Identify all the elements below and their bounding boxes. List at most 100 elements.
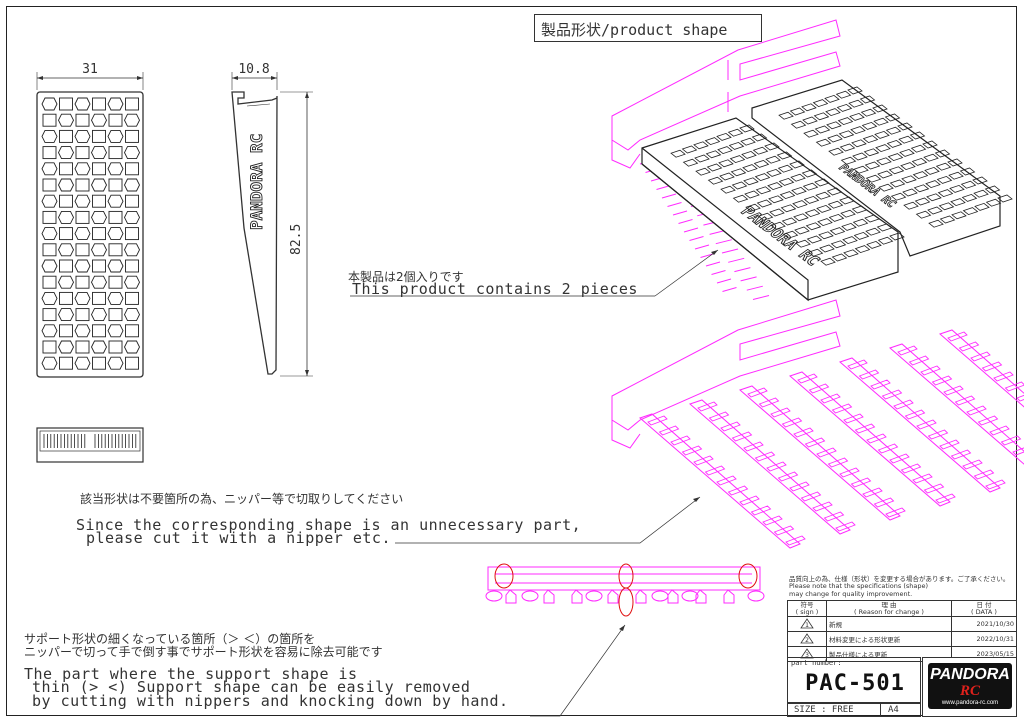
strip-foot	[505, 589, 517, 604]
grid-cell	[107, 259, 124, 273]
grid-cell	[108, 308, 123, 322]
grid-cell	[75, 308, 90, 322]
iso-cell	[972, 176, 988, 185]
iso-cell	[695, 167, 711, 176]
iso-piece-front-grid	[670, 124, 905, 266]
iso-cell	[865, 174, 882, 183]
iso-cell	[862, 135, 879, 144]
support-rib	[711, 270, 726, 275]
grid-cell	[123, 146, 141, 160]
strip-nub	[747, 590, 765, 602]
grid-cell	[41, 129, 58, 143]
support-tooth	[766, 461, 787, 472]
support-tooth	[916, 419, 937, 430]
iso-cell	[819, 244, 835, 253]
iso-cell	[861, 121, 878, 130]
grid-cell	[75, 178, 90, 192]
strip-nub	[651, 590, 669, 602]
grid-cell	[59, 324, 73, 338]
iso-cell	[985, 198, 1002, 207]
iso-cell	[863, 148, 880, 157]
iso-cell	[960, 180, 977, 189]
support-tooth	[966, 405, 987, 416]
iso-cell	[850, 126, 866, 135]
support-tooth	[758, 397, 780, 408]
grid-cell	[92, 356, 106, 370]
iso-cell	[705, 150, 722, 159]
side-view: PANDORA RC 10.8 82.5	[231, 62, 313, 377]
iso-cell	[934, 149, 951, 158]
iso-cell	[840, 156, 857, 165]
iso-cell	[764, 142, 780, 151]
side-view-outline	[231, 91, 278, 375]
support-tooth	[789, 481, 810, 492]
rev-sign: 1	[787, 616, 827, 632]
rev-reason: 新規	[826, 616, 952, 632]
support-rib	[752, 295, 770, 300]
iso-cell	[973, 189, 989, 198]
front-view: 31	[36, 62, 144, 378]
iso-piece-front-side	[641, 147, 809, 302]
support-rib	[683, 227, 699, 233]
iso-cell	[847, 86, 863, 95]
iso-cell	[780, 204, 797, 213]
support-tooth	[935, 493, 956, 504]
support-rib	[694, 244, 710, 250]
note-line-3: may change for quality improvement.	[789, 589, 913, 598]
iso-cell	[909, 131, 926, 140]
iso-cell	[876, 157, 892, 166]
support-rib	[667, 202, 682, 207]
grid-cell	[59, 227, 73, 241]
brand-logo-badge: PANDORA RC www.pandora-rc.com	[928, 663, 1012, 709]
col-sign: 符号( sign )	[787, 600, 827, 617]
support-rib	[678, 219, 693, 224]
note-cut-en-2: please cut it with a nipper etc.	[86, 529, 391, 547]
drawing-frame	[6, 6, 1017, 716]
bottom-view	[36, 427, 144, 463]
title-block-note: 品質向上の為、仕様（形状）を変更する場合があります。ご了承ください。 Pleas…	[789, 575, 1009, 598]
grid-cell	[108, 275, 123, 289]
grid-cell	[92, 291, 106, 305]
iso-cell	[961, 193, 978, 202]
iso-cell	[878, 183, 894, 192]
iso-cell	[770, 221, 786, 230]
support-tooth	[804, 437, 826, 448]
strip-foot	[635, 589, 647, 604]
support-tooth	[747, 387, 768, 398]
support-tooth	[716, 475, 737, 486]
support-tooth	[823, 511, 845, 522]
iso-cell	[768, 195, 784, 204]
brand-logo-name: PANDORA	[930, 666, 1010, 683]
iso-support-frame-top	[611, 19, 841, 151]
iso-cell	[802, 182, 819, 191]
iso-cell	[948, 171, 964, 180]
grid-cell	[57, 308, 75, 322]
strip-foot	[543, 589, 555, 604]
iso-cell	[837, 117, 854, 126]
support-tooth	[831, 403, 853, 414]
support-tooth	[1004, 381, 1024, 392]
support-strip-lines	[495, 573, 752, 584]
revision-table: 符号( sign ) 理 由( Reason for change ) 日 付(…	[787, 600, 1017, 662]
grid-cell	[108, 113, 123, 127]
grid-cell	[57, 113, 75, 127]
iso-piece-back-grid	[778, 86, 1013, 228]
support-tooth	[950, 449, 972, 460]
iso-cell	[814, 125, 831, 134]
iso-cell	[926, 193, 942, 202]
support-tooth	[958, 341, 980, 352]
support-rail	[789, 371, 951, 507]
grid-cell	[125, 356, 139, 370]
support-tooth	[739, 495, 760, 506]
support-rail	[689, 399, 851, 535]
title-block: 品質向上の為、仕様（形状）を変更する場合があります。ご了承ください。 Pleas…	[787, 575, 1017, 716]
cut-mark-right	[738, 563, 758, 589]
grid-cell	[125, 194, 139, 208]
grid-cell	[107, 97, 124, 111]
support-tooth	[847, 359, 868, 370]
iso-cell	[807, 248, 824, 257]
support-tooth	[658, 425, 680, 436]
support-rib	[728, 257, 745, 263]
support-tooth	[743, 441, 764, 452]
iso-cell	[947, 158, 963, 167]
